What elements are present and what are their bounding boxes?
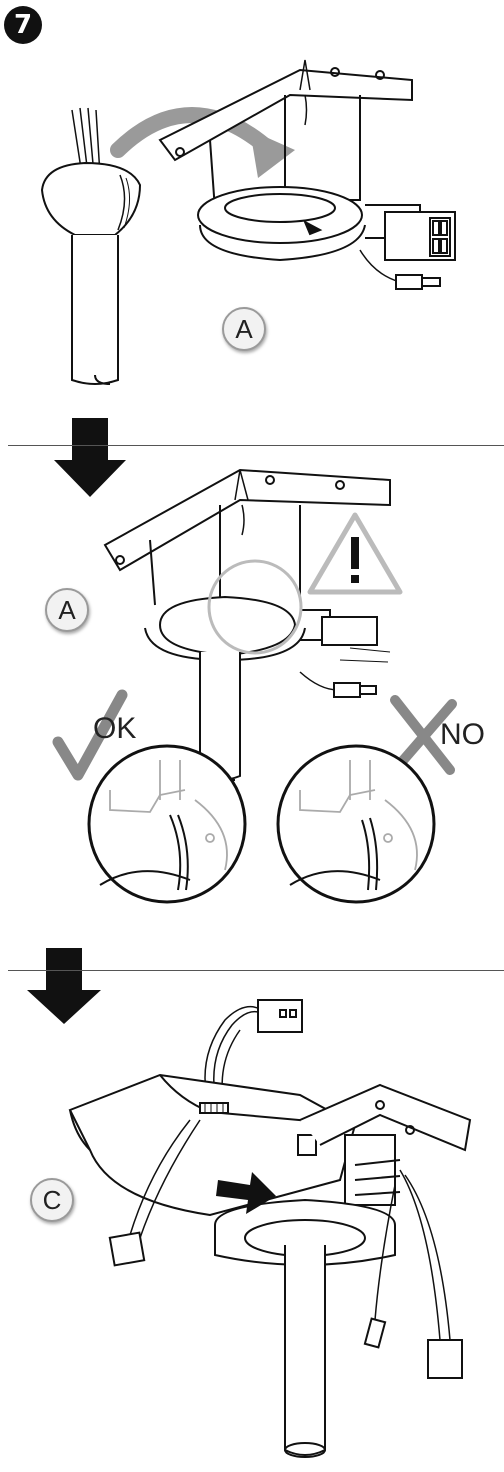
down-arrow-2 (27, 948, 101, 1024)
step-number-badge: 7 (4, 6, 42, 44)
section-divider-2 (8, 970, 504, 971)
warning-icon (307, 512, 403, 595)
ok-label: OK (93, 712, 137, 745)
slide-direction-arrow (216, 1172, 276, 1214)
callout-a-panel-1: A (222, 307, 266, 351)
motor-housing-assembly (68, 999, 472, 1458)
callout-c-panel-3: C (30, 1178, 74, 1222)
checkmark-icon (52, 689, 128, 781)
down-arrow-1 (54, 418, 126, 497)
detail-ok (87, 744, 247, 904)
section-divider-1 (8, 445, 504, 446)
hanger-bracket (158, 59, 456, 290)
rotation-arrow (110, 107, 295, 178)
callout-a-panel-2: A (45, 588, 89, 632)
no-label: NO (440, 718, 485, 751)
bracket-assembly-installed (103, 468, 391, 781)
magnifier-circle (207, 559, 303, 655)
detail-no (276, 744, 436, 904)
downrod-with-ball-mount (40, 107, 142, 385)
